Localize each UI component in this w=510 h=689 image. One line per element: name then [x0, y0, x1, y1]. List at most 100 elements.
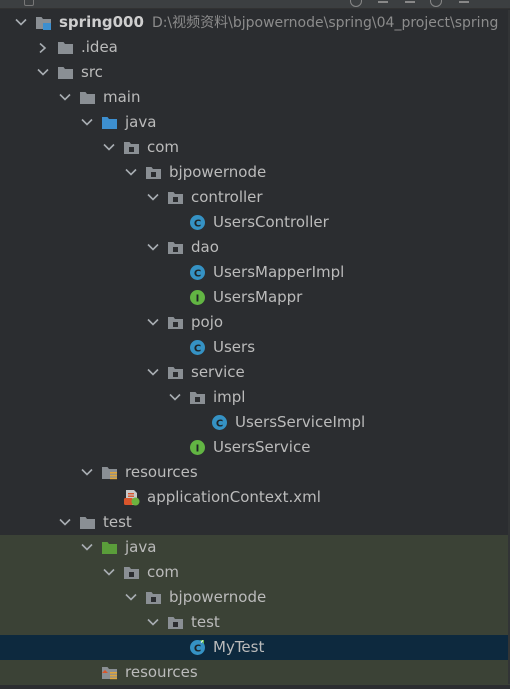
scrollbar[interactable]	[508, 10, 510, 684]
tree-node-pojo[interactable]: pojo	[0, 310, 510, 335]
package-icon	[167, 614, 184, 631]
tree-node-users[interactable]: C Users	[0, 335, 510, 360]
chevron-down-icon[interactable]	[146, 235, 160, 260]
tree-node-label: com	[147, 138, 180, 156]
tree-node-label: applicationContext.xml	[147, 488, 321, 506]
tree-node-label: UsersController	[213, 213, 329, 231]
tree-node-label: UsersMappr	[213, 288, 303, 306]
tree-node-test[interactable]: test	[0, 510, 510, 535]
tree-node-idea[interactable]: .idea	[0, 35, 510, 60]
project-view-icon[interactable]	[24, 0, 34, 6]
tree-node-label: resources	[125, 663, 198, 681]
class-icon: C	[189, 214, 206, 231]
test-class-icon: C	[189, 639, 206, 656]
hide-icon[interactable]	[459, 1, 469, 3]
class-icon: C	[189, 339, 206, 356]
package-icon	[123, 564, 140, 581]
svg-text:I: I	[196, 444, 200, 455]
chevron-down-icon[interactable]	[124, 585, 138, 610]
tree-node-label: pojo	[191, 313, 224, 331]
tree-node-com[interactable]: com	[0, 135, 510, 160]
collapse-all-icon[interactable]	[405, 1, 415, 3]
tree-node-label: java	[125, 113, 157, 131]
svg-text:C: C	[194, 219, 201, 230]
chevron-right-icon[interactable]	[36, 35, 50, 60]
tree-node-usersmapperimpl[interactable]: C UsersMapperImpl	[0, 260, 510, 285]
package-icon	[167, 189, 184, 206]
chevron-down-icon[interactable]	[102, 560, 116, 585]
tree-node-service[interactable]: service	[0, 360, 510, 385]
settings-icon[interactable]	[430, 0, 442, 7]
resources-folder-icon	[101, 464, 118, 481]
svg-text:C: C	[194, 269, 201, 280]
package-icon	[189, 389, 206, 406]
class-icon: C	[211, 414, 228, 431]
tree-node-test[interactable]: test	[0, 610, 510, 635]
tree-node-label: UsersServiceImpl	[235, 413, 366, 431]
expand-all-icon[interactable]	[378, 1, 388, 3]
tree-node-label: resources	[125, 463, 198, 481]
tree-node-com[interactable]: com	[0, 560, 510, 585]
source-folder-icon	[101, 114, 118, 131]
tree-node-impl[interactable]: impl	[0, 385, 510, 410]
chevron-down-icon[interactable]	[80, 535, 94, 560]
class-icon: C	[189, 264, 206, 281]
tree-node-dao[interactable]: dao	[0, 235, 510, 260]
tree-node-userscontroller[interactable]: C UsersController	[0, 210, 510, 235]
chevron-down-icon[interactable]	[146, 310, 160, 335]
module-path: D:\视频资料\bjpowernode\spring\04_project\sp…	[151, 15, 499, 31]
tree-node-label: UsersService	[213, 438, 311, 456]
tree-node-mytest[interactable]: C MyTest	[0, 635, 510, 660]
tree-node-label: MyTest	[213, 638, 265, 656]
tree-node-usersservice[interactable]: I UsersService	[0, 435, 510, 460]
folder-icon	[57, 39, 74, 56]
chevron-down-icon[interactable]	[124, 160, 138, 185]
tree-node-label: bjpowernode	[169, 588, 267, 606]
package-icon	[167, 364, 184, 381]
tool-window-header	[0, 0, 510, 9]
tree-node-label: UsersMapperImpl	[213, 263, 345, 281]
tree-node-label: src	[81, 63, 103, 81]
tree-node-java[interactable]: java	[0, 535, 510, 560]
chevron-down-icon[interactable]	[146, 185, 160, 210]
locate-file-icon[interactable]	[350, 0, 362, 7]
tree-node-label: java	[125, 538, 157, 556]
chevron-down-icon[interactable]	[14, 10, 28, 35]
test-source-folder-icon	[101, 539, 118, 556]
chevron-down-icon[interactable]	[80, 110, 94, 135]
spring-xml-icon	[123, 489, 140, 506]
tree-node-label: .idea	[81, 38, 118, 56]
module-icon	[35, 14, 52, 31]
tree-node-src[interactable]: src	[0, 60, 510, 85]
tree-node-bjpowernode[interactable]: bjpowernode	[0, 585, 510, 610]
chevron-down-icon[interactable]	[80, 460, 94, 485]
chevron-down-icon[interactable]	[58, 85, 72, 110]
chevron-down-icon[interactable]	[168, 385, 182, 410]
tree-node-label: Users	[213, 338, 256, 356]
chevron-down-icon[interactable]	[36, 60, 50, 85]
chevron-down-icon[interactable]	[58, 510, 72, 535]
tree-node-label: bjpowernode	[169, 163, 267, 181]
tree-node-label: impl	[213, 388, 246, 406]
folder-icon	[79, 89, 96, 106]
chevron-down-icon[interactable]	[102, 135, 116, 160]
tree-node-applicationcontext-xml[interactable]: applicationContext.xml	[0, 485, 510, 510]
chevron-down-icon[interactable]	[146, 610, 160, 635]
folder-icon	[79, 514, 96, 531]
tree-node-resources[interactable]: resources	[0, 460, 510, 485]
tree-node-label: test	[103, 513, 132, 531]
svg-text:C: C	[216, 419, 223, 430]
tree-node-resources[interactable]: resources	[0, 660, 510, 685]
tree-node-java[interactable]: java	[0, 110, 510, 135]
tree-node-bjpowernode[interactable]: bjpowernode	[0, 160, 510, 185]
tree-node-controller[interactable]: controller	[0, 185, 510, 210]
tree-node-label: service	[191, 363, 245, 381]
tree-node-label: test	[191, 613, 220, 631]
tree-node-main[interactable]: main	[0, 85, 510, 110]
chevron-down-icon[interactable]	[146, 360, 160, 385]
tree-node-usersserviceimpl[interactable]: C UsersServiceImpl	[0, 410, 510, 435]
